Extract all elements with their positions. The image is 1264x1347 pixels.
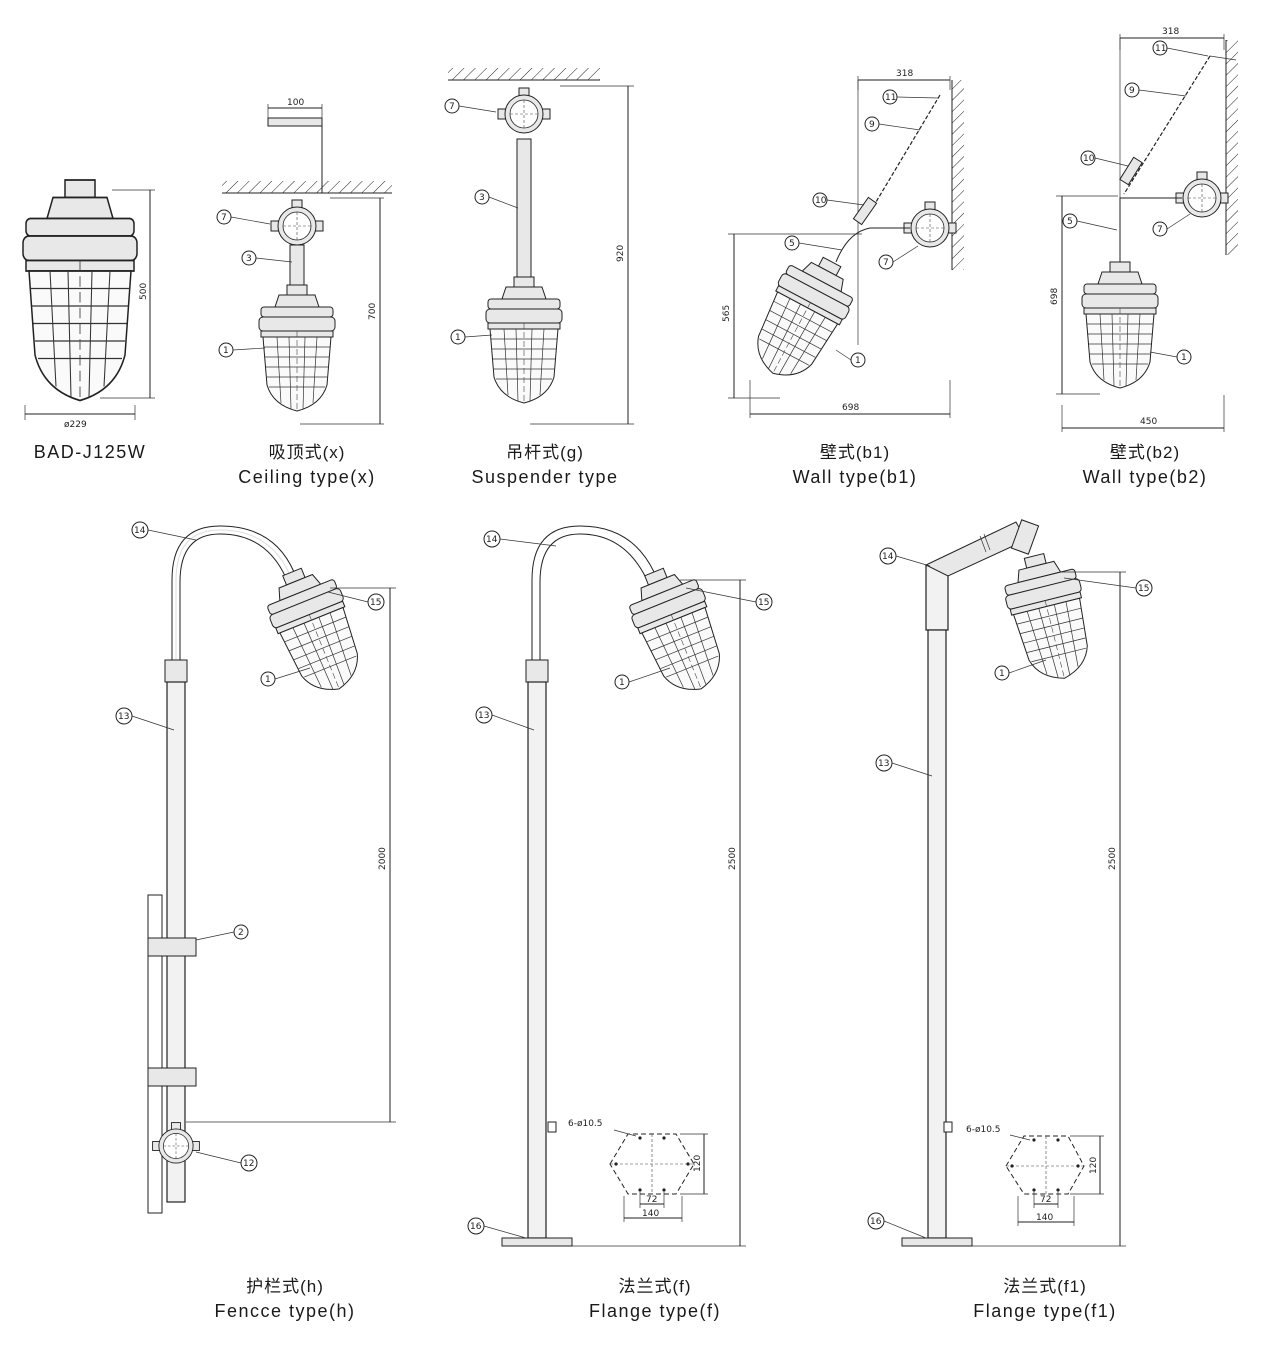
dim-width-label: 318 (896, 69, 913, 79)
callout-7: 7 (1157, 225, 1163, 235)
figure-bad-j125w: 500 ø229 (22, 179, 155, 430)
dim-72-label: 72 (646, 1195, 657, 1205)
dim-height-label: 698 (1050, 288, 1060, 305)
callout-7: 7 (221, 213, 227, 223)
caption-en: Flange type(f) (588, 1301, 722, 1321)
figure-flange-f: 2500 6-ø10.5 120 72 140 14 15 1 13 (467, 525, 773, 1247)
dim-120-label: 120 (693, 1155, 703, 1172)
dim-height-label: 565 (722, 305, 732, 322)
figure-ceiling: 100 700 7 3 1 (216, 98, 392, 425)
callout-10: 10 (1083, 154, 1095, 164)
dim-diameter-label: ø229 (64, 420, 87, 430)
callout-5: 5 (1067, 217, 1073, 227)
caption-cn: 壁式(b2) (1109, 443, 1181, 462)
dim-height-label: 2500 (1108, 847, 1118, 870)
caption-flange-f1: 法兰式(f1) Flange type(f1) (950, 1274, 1140, 1324)
callout-10: 10 (815, 196, 827, 206)
caption-ceiling: 吸顶式(x) Ceiling type(x) (212, 440, 402, 490)
caption-wall-b1: 壁式(b1) Wall type(b1) (760, 440, 950, 490)
caption-en: Fencce type(h) (214, 1301, 356, 1321)
callout-1: 1 (1181, 353, 1187, 363)
callout-11: 11 (885, 93, 896, 103)
dim-height-label: 2500 (728, 847, 738, 870)
dim-hole-label: 6-ø10.5 (568, 1119, 603, 1129)
lamp-symbol (738, 243, 867, 392)
dim-height-label: 2000 (378, 847, 388, 870)
caption-cn: 法兰式(f1) (1003, 1277, 1087, 1296)
dim-140-label: 140 (642, 1209, 659, 1219)
callout-2: 2 (238, 928, 244, 938)
dim-width-label: 100 (287, 98, 304, 108)
caption-cn: 法兰式(f) (618, 1277, 692, 1296)
callout-7: 7 (883, 258, 889, 268)
dim-depth-label: 698 (842, 403, 859, 413)
figure-wall-b2: 318 698 450 11 9 10 5 7 1 (1050, 27, 1238, 432)
lamp-symbol (258, 284, 336, 412)
caption-cn: 吸顶式(x) (268, 443, 346, 462)
dim-hole-label: 6-ø10.5 (966, 1125, 1001, 1135)
dim-140-label: 140 (1036, 1213, 1053, 1223)
figure-flange-f1: 2500 6-ø10.5 120 72 140 14 15 1 13 (867, 519, 1153, 1247)
callout-1: 1 (619, 678, 625, 688)
callout-9: 9 (1129, 86, 1135, 96)
callout-13: 13 (478, 711, 489, 721)
caption-en: Flange type(f1) (973, 1301, 1117, 1321)
callout-11: 11 (1155, 44, 1166, 54)
caption-en: Ceiling type(x) (238, 467, 376, 487)
figure-suspender: 920 7 3 1 (444, 68, 634, 425)
callout-14: 14 (134, 526, 146, 536)
caption-cn: 护栏式(h) (246, 1277, 324, 1296)
caption-model: BAD-J125W (33, 442, 147, 462)
dim-height-label: 920 (616, 245, 626, 262)
caption-flange-f: 法兰式(f) Flange type(f) (560, 1274, 750, 1324)
dim-height-label: 700 (368, 303, 378, 320)
callout-1: 1 (223, 346, 229, 356)
callout-1: 1 (265, 675, 271, 685)
lamp-symbol (22, 179, 138, 402)
dim-height-label: 500 (139, 283, 149, 300)
callout-1: 1 (999, 669, 1005, 679)
caption-cn: 吊杆式(g) (506, 443, 584, 462)
callout-16: 16 (870, 1217, 882, 1227)
callout-1: 1 (455, 333, 461, 343)
lamp-symbol (1081, 261, 1159, 389)
caption-en: Wall type(b1) (792, 467, 918, 487)
dim-72-label: 72 (1040, 1195, 1051, 1205)
caption-wall-b2: 壁式(b2) Wall type(b2) (1050, 440, 1240, 490)
caption-bad-j125w: BAD-J125W (10, 440, 170, 465)
callout-3: 3 (246, 254, 252, 264)
callout-7: 7 (449, 102, 455, 112)
caption-cn: 壁式(b1) (819, 443, 891, 462)
lamp-symbol (485, 276, 563, 404)
figure-fence: 2000 14 15 1 13 2 12 (115, 521, 396, 1214)
caption-en: Wall type(b2) (1082, 467, 1208, 487)
callout-12: 12 (243, 1159, 254, 1169)
callout-9: 9 (869, 120, 875, 130)
callout-3: 3 (479, 193, 485, 203)
callout-15: 15 (758, 598, 769, 608)
callout-13: 13 (118, 712, 129, 722)
caption-suspender: 吊杆式(g) Suspender type (440, 440, 650, 490)
callout-14: 14 (486, 535, 498, 545)
callout-1: 1 (855, 356, 861, 366)
callout-13: 13 (878, 759, 889, 769)
lamp-symbol (996, 546, 1102, 688)
caption-fence: 护栏式(h) Fencce type(h) (190, 1274, 380, 1324)
caption-en: Suspender type (471, 467, 619, 487)
callout-14: 14 (882, 552, 894, 562)
dim-120-label: 120 (1089, 1157, 1099, 1174)
lamp-symbol (618, 557, 737, 704)
callout-5: 5 (789, 239, 795, 249)
callout-16: 16 (470, 1222, 482, 1232)
dim-width-label: 318 (1162, 27, 1179, 37)
callout-15: 15 (1138, 584, 1149, 594)
figure-wall-b1: 318 565 698 11 9 10 5 7 1 (722, 69, 964, 418)
dim-depth-label: 450 (1140, 417, 1157, 427)
callout-15: 15 (370, 598, 381, 608)
